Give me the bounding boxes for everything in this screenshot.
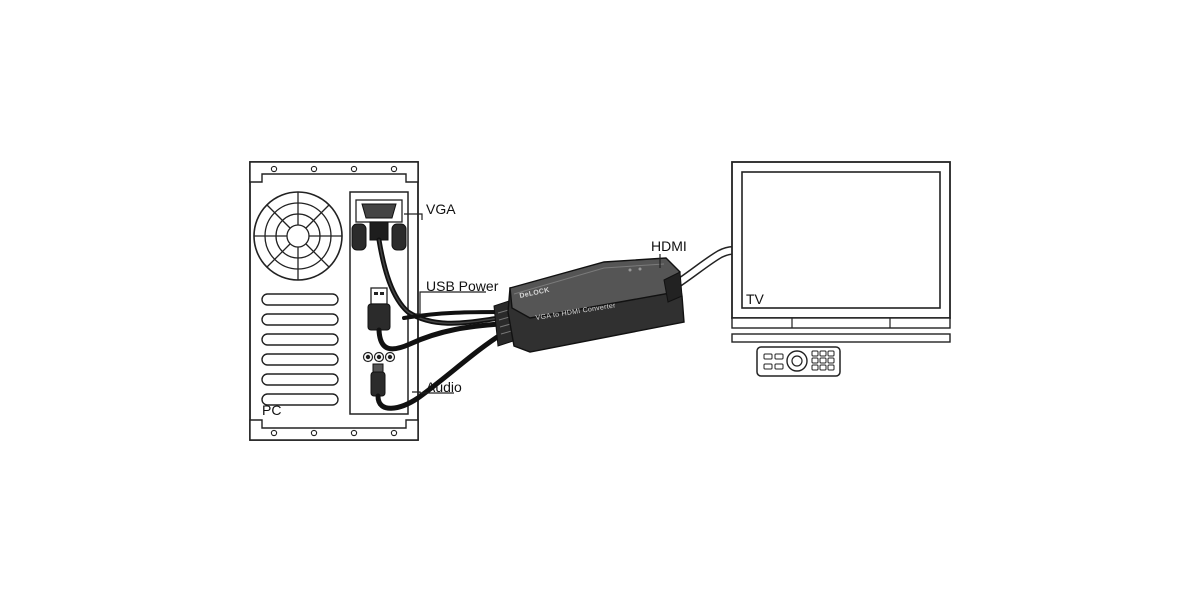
label-audio: Audio: [426, 379, 462, 395]
tv-set: [731, 161, 951, 343]
pc-fan: [253, 191, 343, 281]
label-pc: PC: [262, 402, 281, 418]
vga-hdmi-converter: DeLOCK VGA to HDMI Converter: [493, 257, 685, 353]
tv-screen: [741, 171, 941, 309]
pc-screws-bottom: [270, 429, 398, 437]
label-leaders: [404, 213, 661, 394]
label-hdmi: HDMI: [651, 238, 687, 254]
label-tv: TV: [746, 291, 765, 307]
label-usb-power: USB Power: [426, 278, 499, 294]
label-vga: VGA: [426, 201, 456, 217]
audio-jacks-icon: [362, 351, 396, 363]
audio-plug-icon: [370, 363, 386, 397]
usb-plug-icon: [367, 287, 391, 331]
pc-screws-top: [270, 165, 398, 173]
pc-vent-slots: [261, 293, 339, 406]
vga-connector-icon: [351, 199, 407, 251]
remote-control-icon: [756, 346, 841, 377]
pc-tower: [249, 161, 419, 441]
